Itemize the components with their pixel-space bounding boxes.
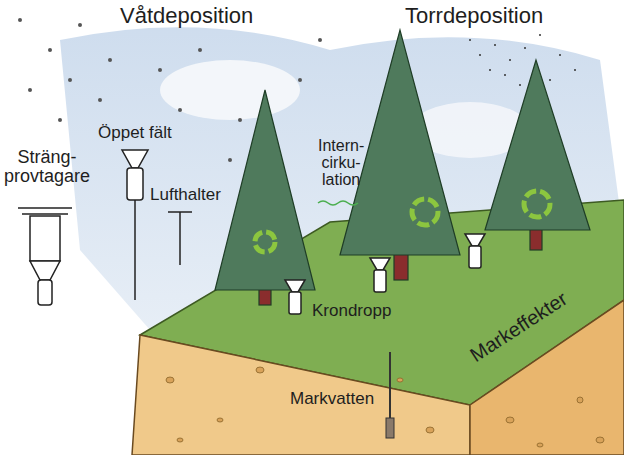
air-concentration-label: Lufthalter [150, 186, 221, 204]
string-sampler-label: Sträng- provtagare [4, 148, 90, 186]
internal-circulation-label: Intern- cirku- lation [318, 138, 364, 188]
dry-deposition-label: Torrdeposition [405, 4, 543, 27]
soil-water-label: Markvatten [290, 390, 374, 408]
open-field-label: Öppet fält [98, 124, 172, 142]
throughfall-label: Krondropp [312, 302, 391, 320]
wet-deposition-label: Våtdeposition [120, 4, 253, 27]
